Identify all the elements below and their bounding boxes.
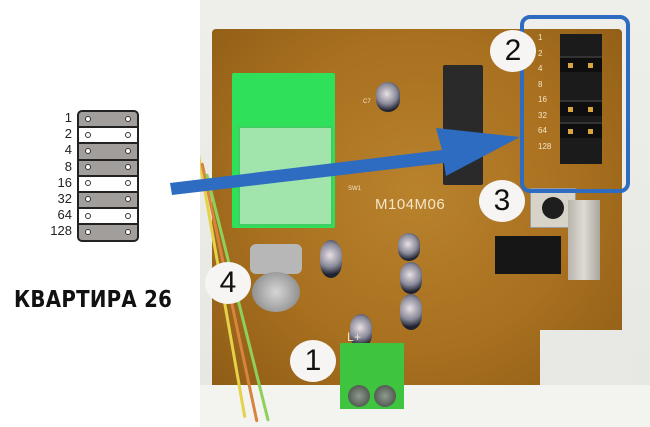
volume-trimmer (248, 242, 304, 314)
pin-dot-icon (125, 115, 131, 122)
board-jumper-number: 128 (538, 141, 552, 151)
jumper-row-128 (79, 225, 137, 240)
capacitor-c10 (350, 314, 372, 348)
jumper-label: 16 (57, 174, 72, 190)
capacitor-c15 (398, 233, 420, 261)
pin-dot-icon (125, 196, 131, 203)
jumper-value-labels: 1 2 4 8 16 32 64 128 (40, 110, 72, 240)
capacitor-c8b (400, 294, 422, 330)
jumper-row-32 (79, 192, 137, 208)
slide-switch (568, 200, 600, 280)
jumper-row-2 (79, 128, 137, 143)
capacitor-c11 (320, 240, 342, 278)
board-jumper-number: 1 (538, 33, 543, 42)
board-jumper-number: 16 (538, 95, 547, 104)
jumper-row-16 (79, 176, 137, 191)
jumper-label: 1 (64, 110, 72, 125)
pin-dot-icon (125, 147, 131, 154)
pin-dot-icon (125, 228, 131, 235)
board-jumper-number: 64 (538, 126, 547, 135)
pin-dot-icon (125, 180, 131, 187)
jumper-header (560, 34, 602, 164)
pin-header (495, 236, 561, 274)
ic-chip (443, 65, 483, 185)
pin-dot-icon (85, 212, 91, 219)
callout-1: 1 (290, 340, 336, 382)
pin-dot-icon (85, 115, 91, 122)
jumper-row-8 (79, 160, 137, 175)
pin-dot-icon (85, 196, 91, 203)
pin-dot-icon (85, 147, 91, 154)
callout-3: 3 (479, 180, 525, 222)
board-jumper-number: 8 (538, 79, 543, 89)
callout-2: 2 (490, 30, 536, 72)
model-label: M104M06 (375, 196, 446, 213)
jumper-label: 4 (64, 142, 72, 158)
board-jumper-number: 2 (538, 48, 543, 58)
jumper-label: 8 (64, 158, 72, 174)
apartment-label: КВАРТИРА 26 (14, 287, 173, 313)
pin-dot-icon (125, 164, 131, 171)
housing-bottom (200, 385, 650, 427)
jumper-row-1 (79, 112, 137, 127)
jumper-label: 32 (57, 190, 72, 206)
jumper-table (77, 110, 139, 242)
terminal-block (340, 343, 404, 409)
pin-dot-icon (125, 212, 131, 219)
jumper-label: 128 (50, 223, 72, 239)
pin-dot-icon (85, 164, 91, 171)
pin-dot-icon (85, 180, 91, 187)
capacitor-c8a (400, 262, 422, 294)
reed-switch-housing (232, 73, 335, 228)
jumper-row-4 (79, 144, 137, 159)
callout-4: 4 (205, 262, 251, 304)
terminal-label: L+ (347, 330, 362, 344)
silk-sw1: SW1 (348, 186, 362, 192)
silk-c7: C7 (363, 99, 371, 105)
capacitor-c7 (376, 82, 400, 112)
pin-dot-icon (125, 131, 131, 138)
pin-dot-icon (85, 131, 91, 138)
pin-dot-icon (85, 228, 91, 235)
jumper-row-64 (79, 209, 137, 224)
board-jumper-number: 4 (538, 64, 543, 73)
board-jumper-number: 32 (538, 110, 547, 120)
jumper-highlight-box (520, 15, 630, 193)
jumper-label: 64 (57, 207, 72, 223)
jumper-label: 2 (64, 126, 72, 142)
